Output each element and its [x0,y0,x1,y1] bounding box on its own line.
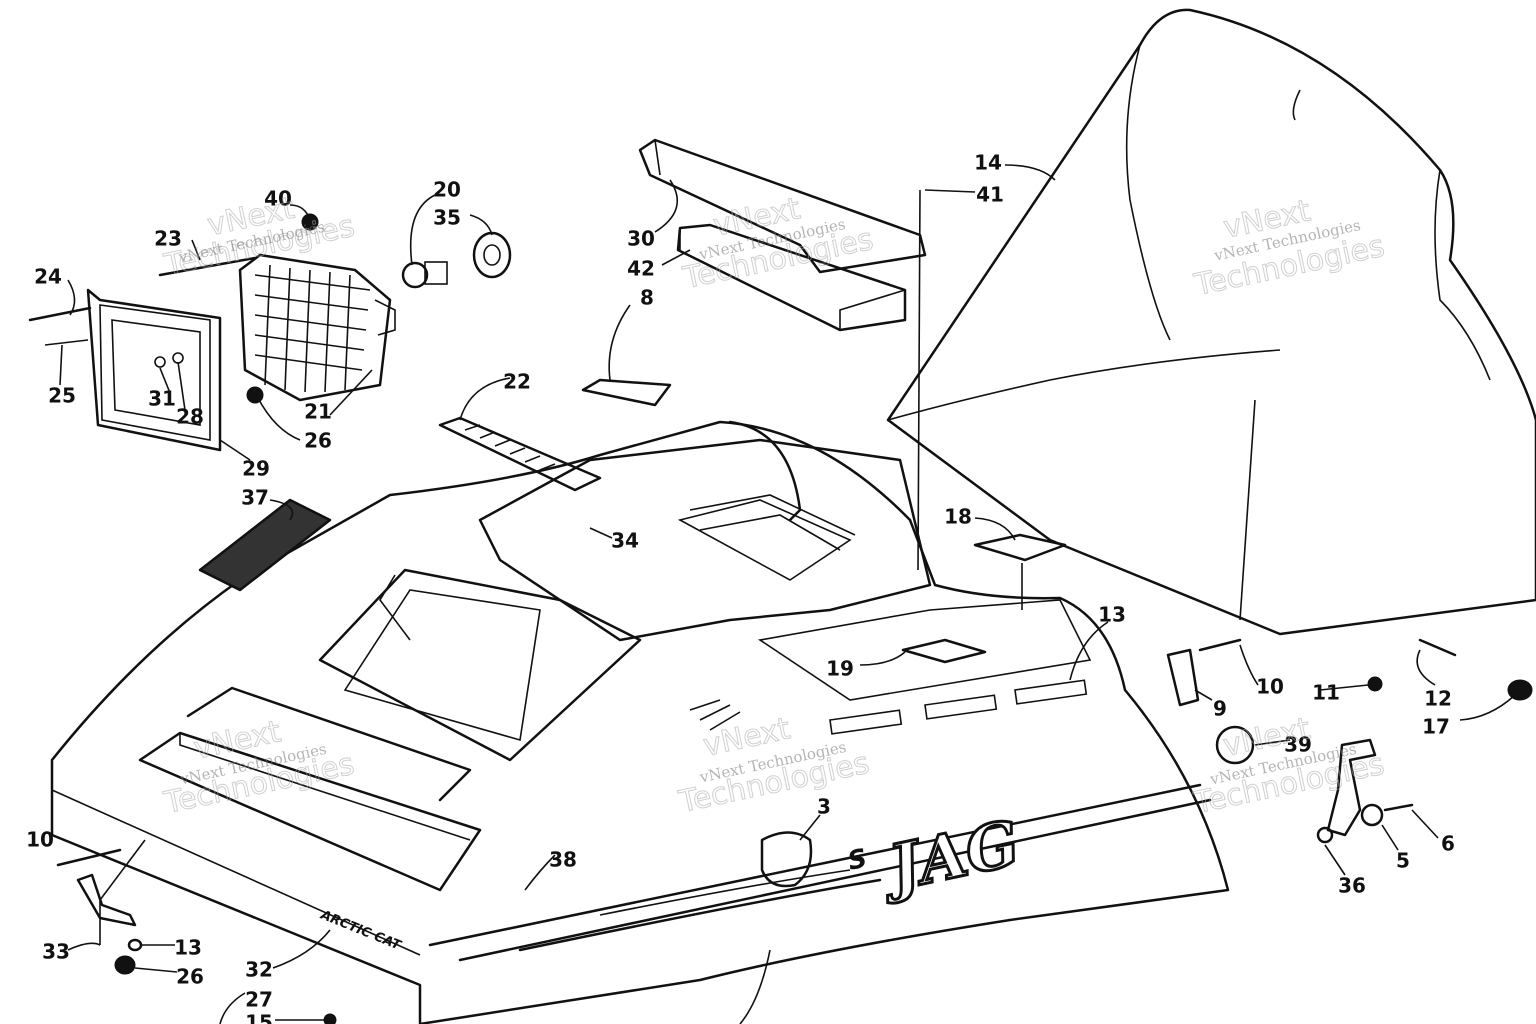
front-hardware [56,839,337,1024]
part-label-p42: 42 [627,257,655,281]
part-label-p23: 23 [154,227,182,251]
part-label-p28: 28 [176,405,204,429]
part-label-p32: 32 [245,958,273,982]
part-label-p15: 15 [245,1011,273,1024]
console-cover [638,138,927,332]
part-label-p40: 40 [264,187,292,211]
part-label-p3: 3 [817,795,831,819]
part-label-p37: 37 [241,486,269,510]
part-label-p25: 25 [48,384,76,408]
part-label-p26a: 26 [304,429,332,453]
part-label-p31: 31 [148,387,176,411]
part-label-p38: 38 [549,848,577,872]
hood-logo: JAG [873,806,1026,907]
decals [581,378,1067,888]
part-label-p5: 5 [1396,849,1410,873]
part-label-p26b: 26 [176,965,204,989]
part-label-p19: 19 [826,657,854,681]
part-label-p9: 9 [1213,697,1227,721]
part-label-p13a: 13 [1098,603,1126,627]
part-label-p22: 22 [503,370,531,394]
part-label-p30: 30 [627,227,655,251]
part-label-p41: 41 [976,183,1004,207]
part-label-p8: 8 [640,286,654,310]
side-hardware [1166,638,1533,844]
windshield [886,8,1536,636]
part-label-p10b: 10 [26,828,54,852]
headlight-assembly [28,213,512,452]
part-label-p29: 29 [242,457,270,481]
part-label-p18: 18 [944,505,972,529]
part-label-p12: 12 [1424,687,1452,711]
part-label-p14: 14 [974,151,1002,175]
vent-grille [438,416,602,492]
part-label-p6: 6 [1441,832,1455,856]
part-label-p20: 20 [433,178,461,202]
part-label-p39: 39 [1284,733,1312,757]
mesh-screen [198,498,332,592]
part-label-p27: 27 [245,988,273,1012]
hood-logo-prefix: S [845,844,870,877]
part-label-p11: 11 [1312,681,1340,705]
part-label-p10a: 10 [1256,675,1284,699]
part-label-p36: 36 [1338,874,1366,898]
part-label-p33: 33 [42,940,70,964]
hood-body [50,420,1230,1024]
part-label-p21: 21 [304,400,332,424]
part-label-p24: 24 [34,265,62,289]
part-label-p35: 35 [433,206,461,230]
part-label-p13b: 13 [174,936,202,960]
part-label-p34: 34 [611,529,639,553]
leader-lines [59,164,1516,1024]
part-label-p17: 17 [1422,715,1450,739]
